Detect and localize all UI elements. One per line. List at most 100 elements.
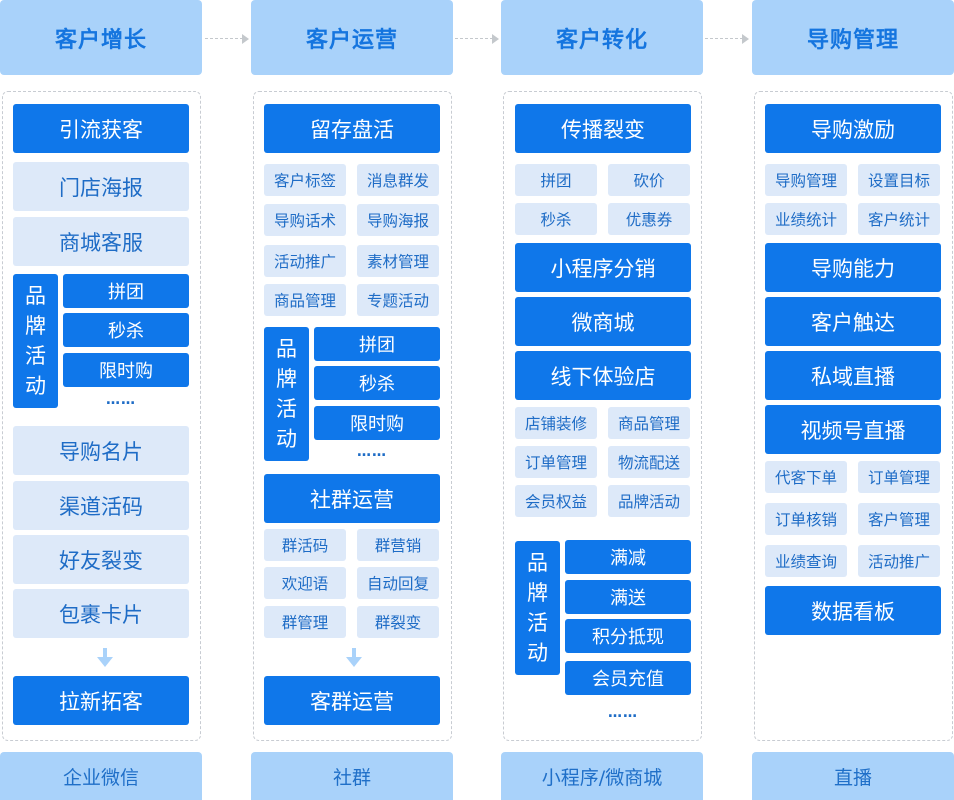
small-item[interactable]: 客户管理 (858, 503, 940, 535)
small-item[interactable]: 秒杀 (515, 203, 597, 235)
light-block[interactable]: 好友裂变 (13, 535, 189, 584)
column-header[interactable]: 客户转化 (501, 0, 703, 75)
brand-char: 品 (25, 284, 46, 308)
column-footer[interactable]: 企业微信 (0, 752, 202, 800)
big-block[interactable]: 视频号直播 (765, 405, 941, 454)
small-item[interactable]: 导购管理 (765, 164, 847, 196)
column-footer[interactable]: 社群 (251, 752, 453, 800)
column-container (2, 91, 201, 741)
brand-activity-item[interactable]: 会员充值 (565, 661, 691, 695)
brand-activity-item[interactable]: 限时购 (63, 353, 189, 387)
small-item[interactable]: 群活码 (264, 529, 346, 561)
brand-char: 活 (527, 611, 548, 635)
small-item[interactable]: 砍价 (608, 164, 690, 196)
small-item[interactable]: 物流配送 (608, 446, 690, 478)
small-item[interactable]: 活动推广 (264, 245, 346, 277)
small-item[interactable]: 订单管理 (515, 446, 597, 478)
brand-char: 活 (25, 344, 46, 368)
small-item[interactable]: 会员权益 (515, 485, 597, 517)
brand-activity-item[interactable]: 满送 (565, 580, 691, 614)
bottom-block[interactable]: 拉新拓客 (13, 676, 189, 725)
column-footer[interactable]: 直播 (752, 752, 954, 800)
small-item[interactable]: 商品管理 (608, 407, 690, 439)
brand-char: 牌 (527, 581, 548, 605)
brand-activity-item[interactable]: 秒杀 (63, 313, 189, 347)
brand-activity-label: 品 牌 活 动 (264, 327, 309, 461)
brand-char: 动 (276, 427, 297, 451)
light-block[interactable]: 包裹卡片 (13, 589, 189, 638)
brand-char: 活 (276, 397, 297, 421)
small-item[interactable]: 优惠券 (608, 203, 690, 235)
brand-activity-label: 品 牌 活 动 (515, 541, 560, 675)
bottom-block[interactable]: 数据看板 (765, 586, 941, 635)
flow-arrow-3 (705, 34, 751, 44)
small-item[interactable]: 品牌活动 (608, 485, 690, 517)
small-item[interactable]: 导购话术 (264, 204, 346, 236)
brand-activity-item[interactable]: 积分抵现 (565, 619, 691, 653)
brand-activity-item[interactable]: 满减 (565, 540, 691, 574)
light-block[interactable]: 门店海报 (13, 162, 189, 211)
column-footer[interactable]: 小程序/微商城 (501, 752, 703, 800)
community-block[interactable]: 社群运营 (264, 474, 440, 523)
brand-activity-item[interactable]: 拼团 (314, 327, 440, 361)
arrow-right-icon (742, 34, 749, 44)
small-item[interactable]: 专题活动 (357, 284, 439, 316)
small-item[interactable]: 订单管理 (858, 461, 940, 493)
column-customer-growth: 客户增长 引流获客 门店海报 商城客服 品 牌 活 动 拼团 秒杀 限时购 ……… (0, 0, 202, 800)
small-item[interactable]: 欢迎语 (264, 567, 346, 599)
light-block[interactable]: 导购名片 (13, 426, 189, 475)
small-item[interactable]: 群营销 (357, 529, 439, 561)
column-header[interactable]: 导购管理 (752, 0, 954, 75)
small-item[interactable]: 客户统计 (858, 203, 940, 235)
big-block[interactable]: 线下体验店 (515, 351, 691, 400)
big-block[interactable]: 私域直播 (765, 351, 941, 400)
small-item[interactable]: 导购海报 (357, 204, 439, 236)
brand-char: 动 (25, 374, 46, 398)
brand-char: 牌 (276, 367, 297, 391)
brand-char: 品 (527, 551, 548, 575)
small-item[interactable]: 订单核销 (765, 503, 847, 535)
big-block[interactable]: 微商城 (515, 297, 691, 346)
column-customer-conversion: 客户转化 传播裂变 拼团 砍价 秒杀 优惠券 小程序分销 微商城 线下体验店 店… (501, 0, 703, 800)
brand-activity-item[interactable]: 秒杀 (314, 366, 440, 400)
top-block[interactable]: 传播裂变 (515, 104, 691, 153)
flow-arrow-1 (205, 34, 251, 44)
small-item[interactable]: 消息群发 (357, 164, 439, 196)
small-item[interactable]: 拼团 (515, 164, 597, 196)
top-block[interactable]: 引流获客 (13, 104, 189, 153)
light-block[interactable]: 商城客服 (13, 217, 189, 266)
brand-char: 品 (276, 337, 297, 361)
more-ellipsis: …… (106, 392, 136, 408)
big-block[interactable]: 客户触达 (765, 297, 941, 346)
small-item[interactable]: 商品管理 (264, 284, 346, 316)
small-item[interactable]: 群管理 (264, 606, 346, 638)
top-block[interactable]: 导购激励 (765, 104, 941, 153)
brand-activity-item[interactable]: 限时购 (314, 406, 440, 440)
small-item[interactable]: 店铺装修 (515, 407, 597, 439)
arrow-down-icon (346, 648, 362, 668)
column-guide-management: 导购管理 导购激励 导购管理 设置目标 业绩统计 客户统计 导购能力 客户触达 … (752, 0, 954, 800)
small-item[interactable]: 素材管理 (357, 245, 439, 277)
small-item[interactable]: 业绩统计 (765, 203, 847, 235)
small-item[interactable]: 自动回复 (357, 567, 439, 599)
arrow-right-icon (492, 34, 499, 44)
brand-char: 动 (527, 641, 548, 665)
brand-char: 牌 (25, 314, 46, 338)
top-block[interactable]: 留存盘活 (264, 104, 440, 153)
big-block[interactable]: 小程序分销 (515, 243, 691, 292)
column-header[interactable]: 客户运营 (251, 0, 453, 75)
light-block[interactable]: 渠道活码 (13, 481, 189, 530)
small-item[interactable]: 代客下单 (765, 461, 847, 493)
brand-activity-item[interactable]: 拼团 (63, 274, 189, 308)
small-item[interactable]: 业绩查询 (765, 545, 847, 577)
small-item[interactable]: 客户标签 (264, 164, 346, 196)
small-item[interactable]: 活动推广 (858, 545, 940, 577)
small-item[interactable]: 设置目标 (858, 164, 940, 196)
small-item[interactable]: 群裂变 (357, 606, 439, 638)
column-container (253, 91, 452, 741)
column-container (754, 91, 953, 741)
brand-activity-label: 品 牌 活 动 (13, 274, 58, 408)
column-header[interactable]: 客户增长 (0, 0, 202, 75)
big-block[interactable]: 导购能力 (765, 243, 941, 292)
bottom-block[interactable]: 客群运营 (264, 676, 440, 725)
